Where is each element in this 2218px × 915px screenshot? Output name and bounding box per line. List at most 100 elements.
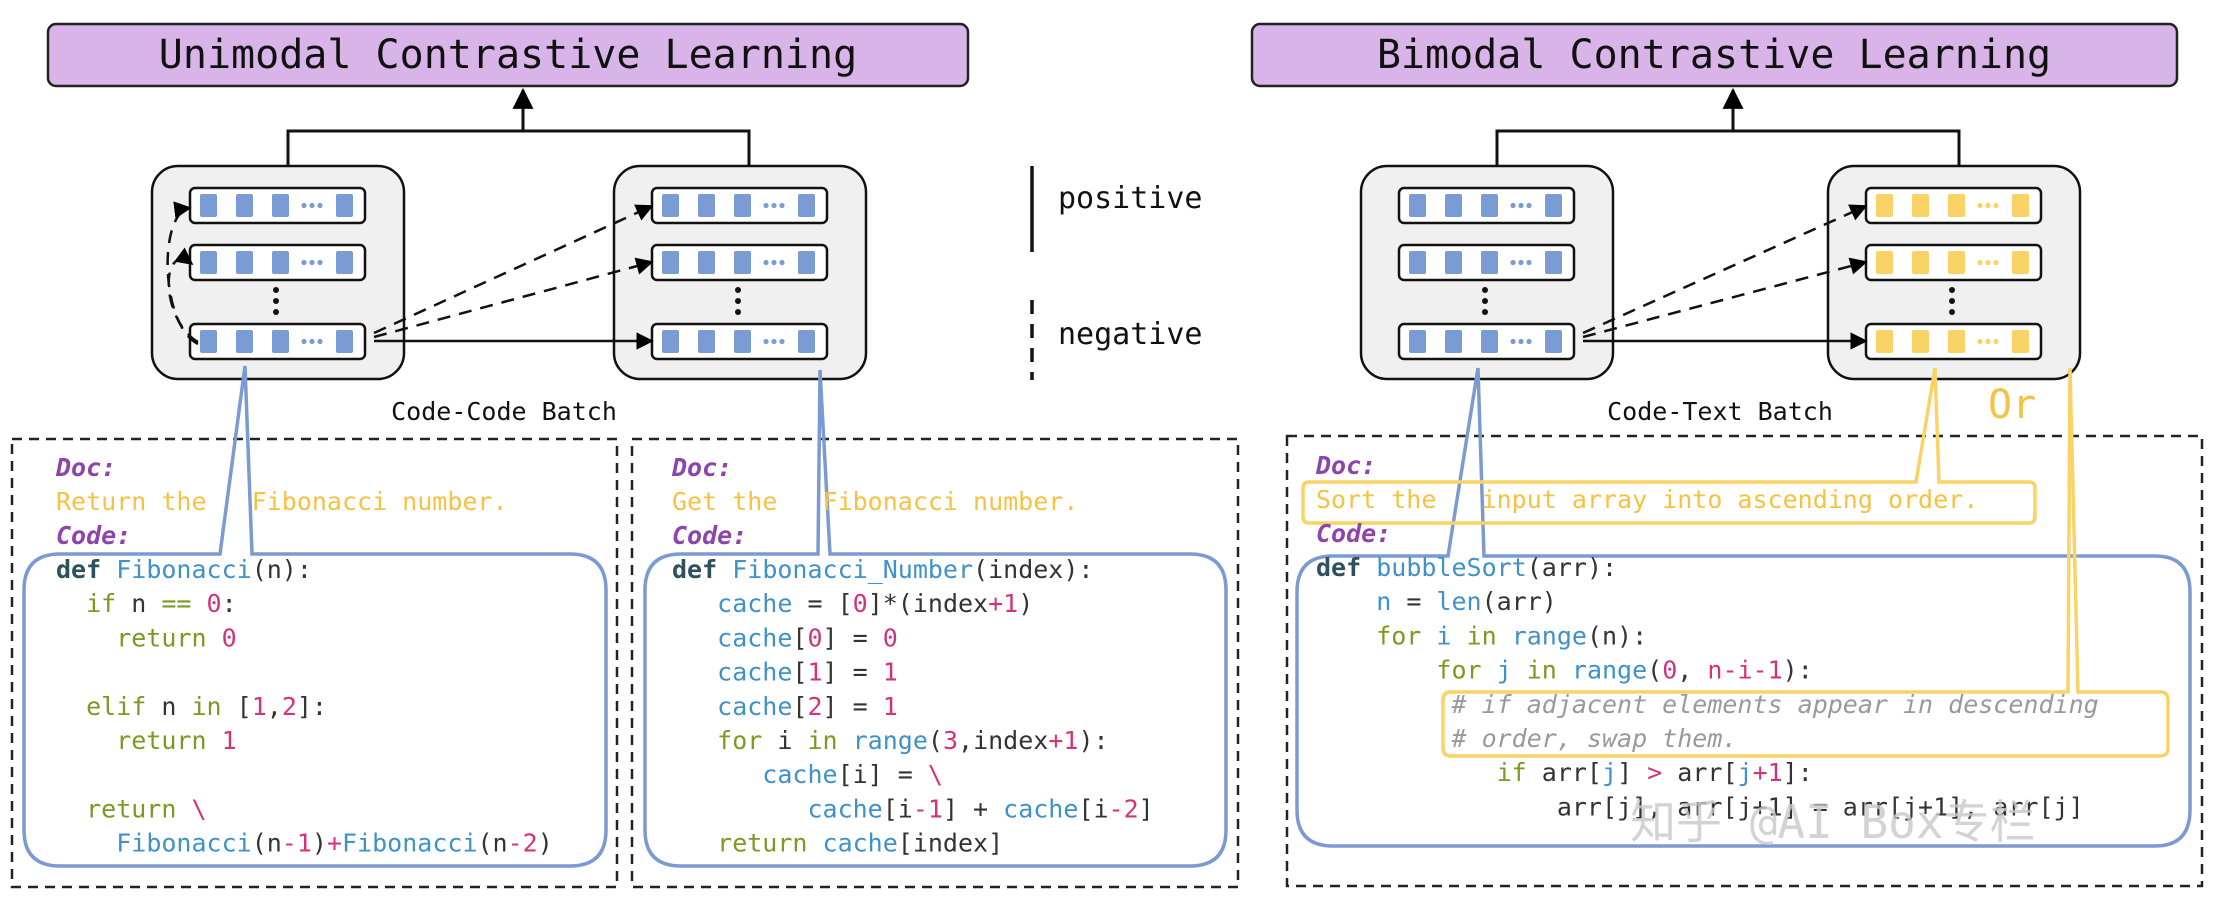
token-square <box>1445 194 1462 217</box>
embedding-rows <box>188 186 2043 361</box>
token-square <box>1912 330 1929 353</box>
vertical-ellipsis <box>1949 287 1955 315</box>
embedding-row-code <box>1397 322 1576 361</box>
doc-label: Doc: <box>671 453 732 482</box>
token-ellipsis-dot <box>1977 202 1983 209</box>
code-line: cache[i-1] + cache[i-2] <box>672 794 1154 823</box>
embedding-row-code <box>1397 243 1576 282</box>
token-ellipsis-dot <box>771 259 777 266</box>
code-line: cache = [0]*(index+1) <box>672 589 1033 618</box>
token-ellipsis-dot <box>1993 338 1999 345</box>
token-ellipsis-dot <box>317 202 323 209</box>
token-square <box>1445 330 1462 353</box>
embedding-row-code <box>650 243 829 282</box>
code-line: return 0 <box>56 623 237 652</box>
panel-3-content: Doc:Sort the input array into ascending … <box>1315 451 2099 821</box>
code-line: for i in range(3,index+1): <box>672 726 1109 755</box>
token-square <box>272 330 289 353</box>
code-label: Code: <box>672 521 747 550</box>
embedding-row-code <box>188 322 367 361</box>
token-square <box>1409 194 1426 217</box>
token-square <box>1876 194 1893 217</box>
token-ellipsis-dot <box>1993 259 1999 266</box>
token-ellipsis-dot <box>301 338 307 345</box>
panel-3-frame <box>1285 434 2204 888</box>
token-square <box>734 330 751 353</box>
panel-2-content: Doc:Get the Fibonacci number.Code:def Fi… <box>671 453 1154 858</box>
code-line: for i in range(n): <box>1316 621 1647 650</box>
token-ellipsis-dot <box>317 338 323 345</box>
code-label: Code: <box>1316 519 1391 548</box>
token-square <box>2012 251 2029 274</box>
code-line: n = len(arr) <box>1316 587 1557 616</box>
embedding-row-code <box>650 322 829 361</box>
token-square <box>2012 194 2029 217</box>
token-ellipsis-dot <box>309 259 315 266</box>
unimodal-title: Unimodal Contrastive Learning <box>159 32 857 78</box>
panel-1-content: Doc:Return the Fibonacci number.Code:def… <box>55 453 553 858</box>
token-ellipsis-dot <box>1510 202 1516 209</box>
embedding-row-text <box>1864 322 2043 361</box>
token-ellipsis-dot <box>1985 338 1991 345</box>
token-ellipsis-dot <box>1993 202 1999 209</box>
token-square <box>200 330 217 353</box>
code-line: arr[j], arr[j+1] = arr[j+1], arr[j] <box>1316 792 2084 821</box>
token-square <box>698 251 715 274</box>
token-square <box>1545 251 1562 274</box>
token-ellipsis-dot <box>1977 259 1983 266</box>
token-square <box>698 330 715 353</box>
token-square <box>236 330 253 353</box>
token-ellipsis-dot <box>763 202 769 209</box>
panel-1-code-callout <box>22 365 608 868</box>
legend: positive negative <box>1030 166 1203 380</box>
token-square <box>272 251 289 274</box>
token-square <box>200 251 217 274</box>
token-square <box>272 194 289 217</box>
code-line: return \ <box>56 794 207 823</box>
token-ellipsis-dot <box>317 259 323 266</box>
token-square <box>662 330 679 353</box>
token-ellipsis-dot <box>1518 338 1524 345</box>
token-square <box>1876 251 1893 274</box>
token-ellipsis-dot <box>1526 338 1532 345</box>
vertical-ellipsis <box>1482 287 1488 315</box>
code-line: # order, swap them. <box>1316 724 1737 753</box>
token-ellipsis-dot <box>1510 259 1516 266</box>
embedding-row-text <box>1864 186 2043 225</box>
token-ellipsis-dot <box>763 259 769 266</box>
code-line: def Fibonacci_Number(index): <box>672 555 1093 584</box>
code-line: if arr[j] > arr[j+1]: <box>1316 758 1813 787</box>
token-square <box>734 251 751 274</box>
token-square <box>798 251 815 274</box>
negative-arrows-right <box>1582 204 1868 339</box>
token-square <box>698 194 715 217</box>
token-ellipsis-dot <box>301 259 307 266</box>
embedding-row-code <box>188 243 367 282</box>
doc-text: Return the Fibonacci number. <box>56 487 508 516</box>
token-ellipsis-dot <box>779 202 785 209</box>
embedding-row-code <box>188 186 367 225</box>
token-ellipsis-dot <box>1518 259 1524 266</box>
positive-legend-label: positive <box>1058 181 1203 216</box>
code-label: Code: <box>56 521 131 550</box>
token-square <box>236 194 253 217</box>
negative-legend-label: negative <box>1058 317 1203 352</box>
code-line: cache[1] = 1 <box>672 658 898 687</box>
token-square <box>1409 251 1426 274</box>
vertical-ellipsis <box>273 287 279 315</box>
code-line: cache[0] = 0 <box>672 623 898 652</box>
token-square <box>798 194 815 217</box>
token-square <box>1912 251 1929 274</box>
token-square <box>1481 194 1498 217</box>
token-square <box>1445 251 1462 274</box>
token-square <box>1948 330 1965 353</box>
token-ellipsis-dot <box>301 202 307 209</box>
code-line: def Fibonacci(n): <box>56 555 312 584</box>
token-square <box>236 251 253 274</box>
token-square <box>662 251 679 274</box>
doc-label: Doc: <box>1315 451 1376 480</box>
embedding-row-text <box>1864 243 2043 282</box>
vertical-ellipsis <box>735 287 741 315</box>
or-label: Or <box>1988 382 2036 428</box>
